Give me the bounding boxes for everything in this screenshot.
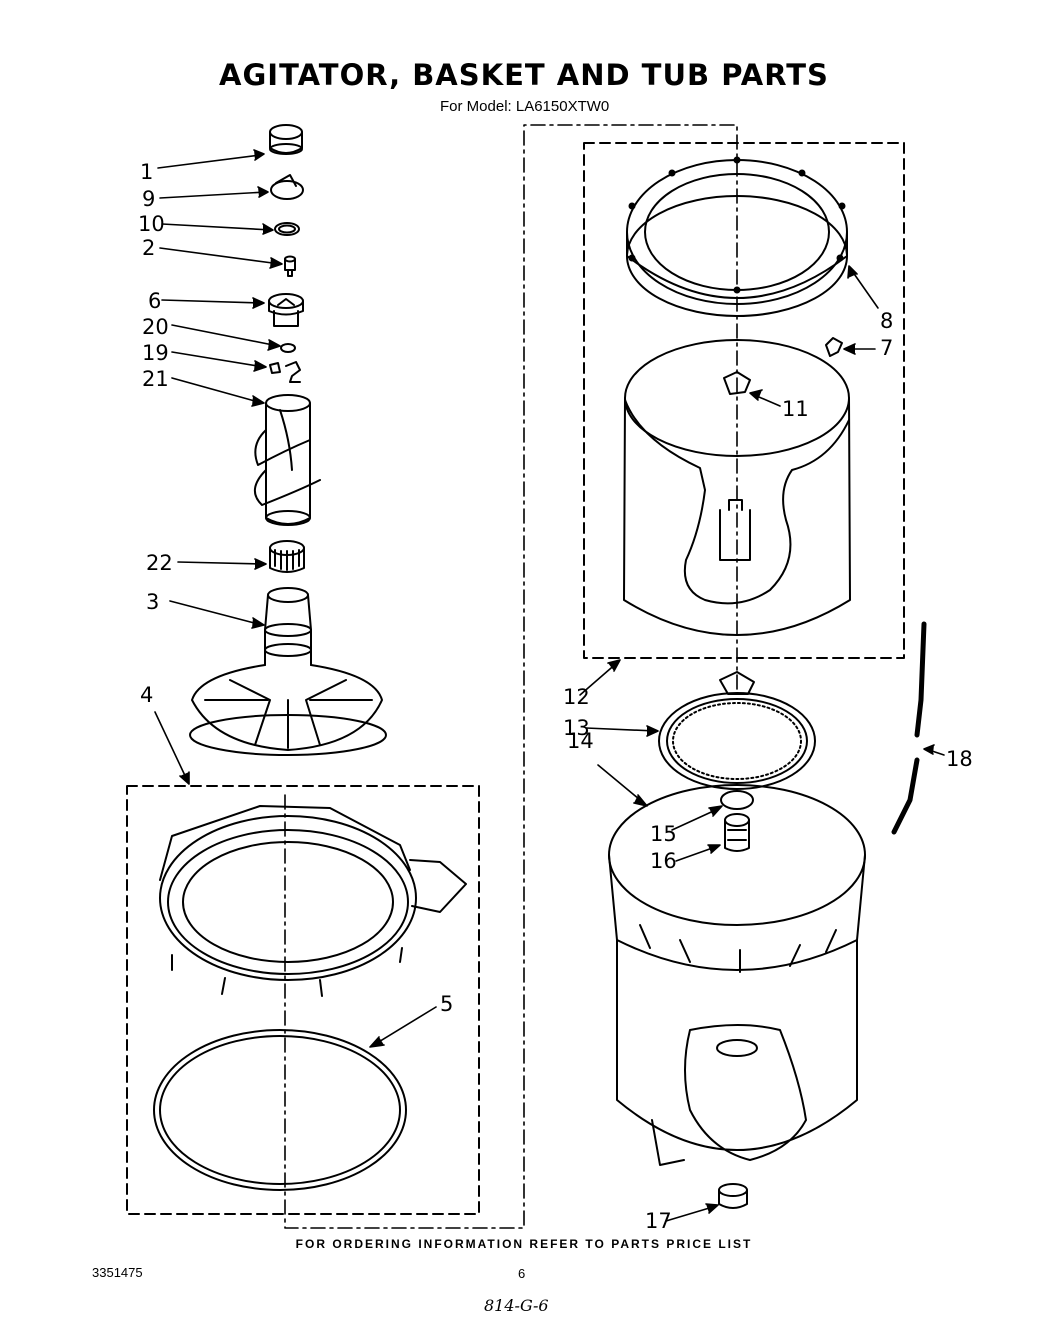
- callout-12: 12: [563, 685, 590, 709]
- drain-plug-part: [718, 1183, 748, 1209]
- callout-5: 5: [440, 992, 454, 1016]
- page-number: 6: [518, 1266, 526, 1281]
- callout-20: 20: [142, 315, 169, 339]
- washer-part: [280, 343, 296, 353]
- agitator-base-part: [189, 587, 387, 756]
- gasket-part: [153, 1029, 407, 1191]
- page-title: AGITATOR, BASKET AND TUB PARTS: [219, 58, 829, 92]
- tub-ring-part: [159, 805, 467, 997]
- callout-4: 4: [140, 683, 154, 707]
- callout-8: 8: [880, 309, 894, 333]
- dog-hub-part: [268, 293, 304, 327]
- agitator-barrel-part: [254, 394, 321, 526]
- callout-7: 7: [880, 336, 894, 360]
- callout-14: 14: [567, 729, 594, 753]
- callout-17: 17: [645, 1209, 672, 1233]
- hose-part: [891, 621, 927, 835]
- callout-21: 21: [142, 367, 169, 391]
- agitator-cap-part: [269, 124, 303, 155]
- dog-parts: [269, 361, 301, 383]
- callout-10: 10: [138, 212, 165, 236]
- callout-9: 9: [142, 187, 156, 211]
- basket-group-box: [583, 142, 905, 659]
- clip-part: [825, 337, 843, 357]
- handwritten-note: 814-G-6: [484, 1296, 549, 1315]
- callout-6: 6: [148, 289, 162, 313]
- callout-22: 22: [146, 551, 173, 575]
- callout-2: 2: [142, 236, 156, 260]
- document-number: 3351475: [92, 1265, 143, 1280]
- callout-13: 13: [563, 716, 590, 740]
- ordering-note: FOR ORDERING INFORMATION REFER TO PARTS …: [295, 1237, 753, 1251]
- balance-ring-part: [626, 156, 848, 317]
- callout-1: 1: [140, 160, 154, 184]
- cam-part: [270, 174, 304, 200]
- callout-19: 19: [142, 341, 169, 365]
- callout-3: 3: [146, 590, 160, 614]
- wash-basket-part: [623, 339, 851, 636]
- bolt-part: [284, 255, 296, 277]
- retaining-ring-part: [720, 790, 754, 810]
- outer-tub-part: [608, 784, 866, 1166]
- seal-part: [724, 813, 750, 852]
- callout-16: 16: [650, 849, 677, 873]
- callout-leaders: [154, 149, 945, 1222]
- assembly-centerline: [284, 124, 738, 1229]
- drive-plate-part: [658, 671, 816, 790]
- drive-bell-part: [269, 540, 305, 573]
- callout-15: 15: [650, 822, 677, 846]
- seal-ring-part: [274, 222, 300, 236]
- callout-11: 11: [782, 397, 809, 421]
- callout-18: 18: [946, 747, 973, 771]
- model-subtitle: For Model: LA6150XTW0: [440, 98, 610, 115]
- tub-ring-group-box: [126, 785, 480, 1215]
